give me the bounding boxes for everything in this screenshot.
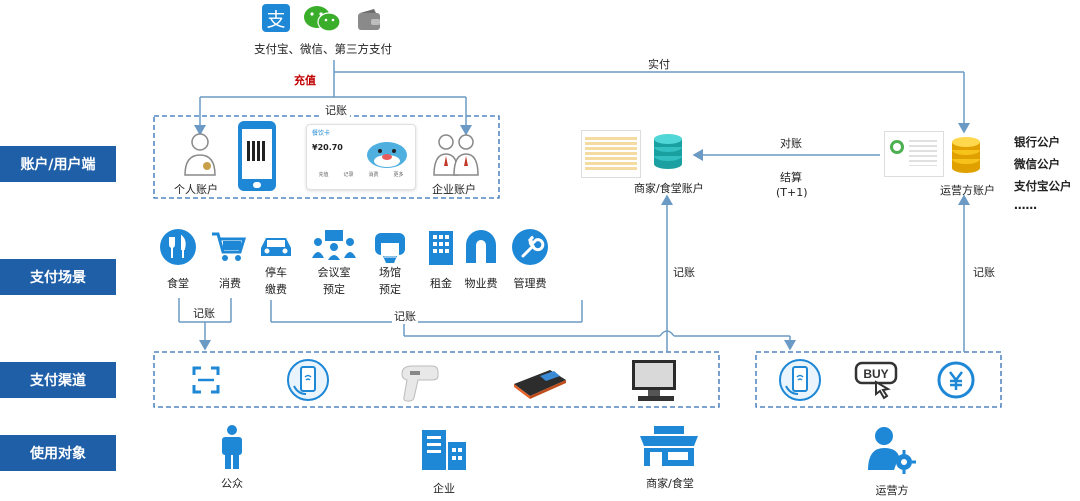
operator-account-wechat: 微信公户 <box>1014 157 1060 171</box>
operator-account-label: 运营方账户 <box>940 184 995 197</box>
qr-code-icon <box>247 141 267 161</box>
scene-label-rent: 租金 <box>430 277 452 290</box>
wrench-icon <box>512 229 548 265</box>
phone-nfc-pay-icon-2 <box>778 358 822 406</box>
account-bookkeeping-label: 记账 <box>322 102 350 118</box>
scene-label-venue: 场馆 预定 <box>379 266 401 296</box>
settle-period-label: (T+1) <box>776 186 808 199</box>
shopping-cart-icon <box>210 230 248 268</box>
venue-icon <box>372 230 408 268</box>
row-label-channel: 支付渠道 <box>0 362 116 398</box>
pos-terminal-icon <box>510 362 568 404</box>
settle-label: 结算 <box>780 171 802 184</box>
user-label-merchant: 商家/食堂 <box>646 477 694 490</box>
operator-bookkeeping-label: 记账 <box>973 266 995 279</box>
row-label-account: 账户/用户端 <box>0 146 116 182</box>
scene-label-meeting: 会议室 预定 <box>317 266 351 296</box>
operator-account-more: …… <box>1014 198 1037 212</box>
scene-label-property-fee: 物业费 <box>464 277 498 290</box>
membership-card: 餐饮卡 ¥20.70 充值 记录 消费 更多 <box>306 124 416 190</box>
row-label-users: 使用对象 <box>0 435 116 471</box>
building-icon <box>425 229 457 269</box>
enterprise-users-icon <box>432 130 480 182</box>
magnet-icon <box>462 229 500 269</box>
scene-left-bookkeeping-label: 记账 <box>193 307 215 320</box>
dashboard-screen-icon <box>884 131 944 177</box>
user-label-enterprise: 企业 <box>433 482 455 495</box>
meeting-icon <box>311 228 357 264</box>
merchant-shop-icon <box>636 424 702 472</box>
merchant-bookkeeping-label: 记账 <box>673 266 695 279</box>
user-label-public: 公众 <box>221 477 243 490</box>
ledger-sheet-icon <box>581 130 641 178</box>
operator-account-alipay: 支付宝公户 <box>1014 179 1072 193</box>
scan-icon <box>192 366 220 398</box>
operator-person-gear-icon <box>866 426 918 478</box>
scene-label-parking: 停车 缴费 <box>265 266 287 296</box>
personal-user-icon <box>180 130 220 182</box>
svg-text:BUY: BUY <box>863 367 888 381</box>
mobile-phone-icon <box>238 121 276 191</box>
row-label-scene: 支付场景 <box>0 259 116 295</box>
card-title: 餐饮卡 <box>312 130 331 137</box>
enterprise-building-icon <box>418 428 470 476</box>
operator-account-bank: 银行公户 <box>1014 135 1060 149</box>
personal-account-label: 个人账户 <box>174 183 218 196</box>
payment-sources-label: 支付宝、微信、第三方支付 <box>254 42 392 56</box>
card-menu-recharge: 充值 <box>318 172 329 178</box>
card-menu-more: 更多 <box>393 172 404 178</box>
user-label-operator: 运营方 <box>875 484 909 497</box>
scene-label-management-fee: 管理费 <box>513 277 547 290</box>
realpay-label: 实付 <box>648 58 670 71</box>
fork-knife-icon <box>160 229 196 265</box>
merchant-account-label: 商家/食堂账户 <box>634 182 704 195</box>
car-icon <box>258 234 294 264</box>
operator-gold-coins-icon <box>950 136 982 180</box>
enterprise-account-label: 企业账户 <box>432 183 476 196</box>
card-menu-consume: 消费 <box>368 172 379 178</box>
scene-label-consume: 消费 <box>219 277 241 290</box>
seal-mascot-icon <box>367 142 407 168</box>
yen-exchange-icon <box>936 360 976 404</box>
buy-button-icon: BUY <box>854 360 900 406</box>
scene-label-canteen: 食堂 <box>167 277 189 290</box>
phone-nfc-pay-icon <box>286 358 330 406</box>
barcode-scanner-icon <box>396 362 440 406</box>
recharge-label: 充值 <box>294 74 316 87</box>
wechat-icon <box>302 4 342 38</box>
reconcile-label: 对账 <box>780 137 802 150</box>
scene-right-bookkeeping-label: 记账 <box>392 308 418 324</box>
card-menu-record: 记录 <box>343 172 354 178</box>
public-person-icon <box>216 424 248 474</box>
wallet-icon <box>356 8 382 36</box>
merchant-coins-icon <box>652 134 684 176</box>
card-balance: ¥20.70 <box>312 143 343 152</box>
cashier-machine-icon <box>628 358 684 406</box>
alipay-icon: 支 <box>262 4 290 32</box>
channel-dashed-box-right <box>755 351 1002 408</box>
channel-dashed-box-left <box>153 351 720 408</box>
